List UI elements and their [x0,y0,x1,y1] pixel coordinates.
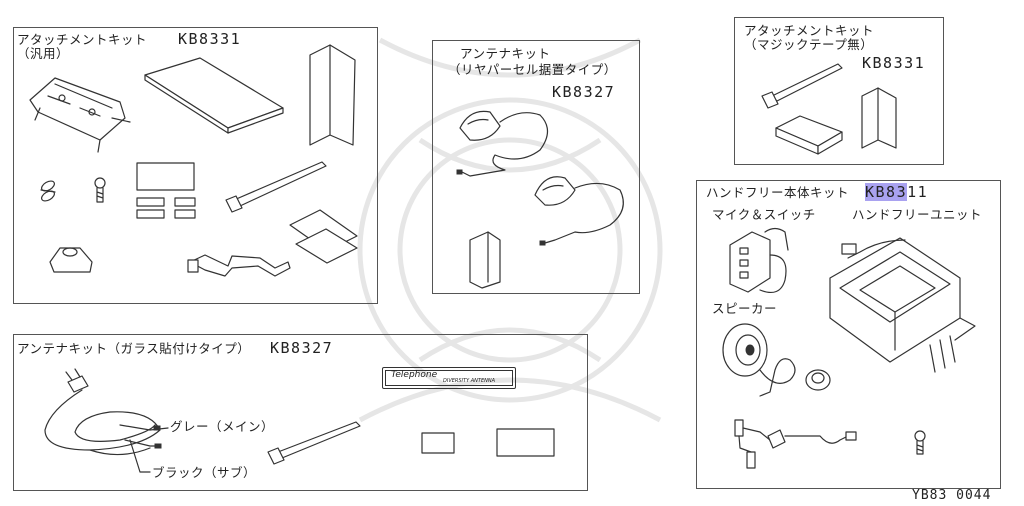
foam-pad-part [144,57,284,134]
kit-velcro-line2: （マジックテープ無） [744,37,874,52]
instruction-sheet-part [309,44,356,146]
panel-handsfree-kit [696,180,1001,489]
antenna-rear-code: KB8327 [552,83,616,101]
handsfree-unit-part [829,237,976,373]
strap-part [187,254,291,277]
black-cable-label: ブラック（サブ） [152,465,257,480]
glass-small-pad-part [421,432,455,454]
kit-general-name: アタッチメントキット [17,32,148,47]
antenna-sticker: Telephone DIVERSITY ANTENNA [382,367,516,389]
pads-part [136,162,196,219]
velcro-cable-tie-part [761,63,843,109]
glass-cable-tie-part [267,421,361,465]
grommet-part [805,369,831,391]
antenna-rear-line1: アンテナキット [460,46,551,61]
panel-antenna-kit-glass [13,334,588,491]
antenna-unit-2 [534,176,624,246]
velcro-sheet-part [861,87,897,149]
spring-clip-part [40,180,56,202]
antenna-manual [469,231,501,289]
harness-part [734,419,857,469]
antenna-glass-name: アンテナキット（ガラス貼付けタイプ） [17,341,251,356]
panel-antenna-kit-rear-parcel [432,40,640,294]
handsfree-code-rest: 11 [907,183,929,201]
speaker-part [722,323,796,397]
kit-velcro-line1: アタッチメントキット [744,23,875,38]
handsfree-screw-part [914,430,926,455]
figure-id: YB83 0044 [912,488,992,503]
mic-switch-part [729,227,789,293]
panel-attachment-kit-general [13,27,378,304]
bracket-part [29,77,131,153]
kit-general-note: （汎用） [17,46,70,61]
adhesive-sheets-part [289,209,358,264]
glass-antenna-cable-part [44,368,169,473]
kit-velcro-code: KB8331 [862,54,926,72]
mic-switch-label: マイク＆スイッチ [712,207,816,222]
antenna-unit-1 [456,110,549,177]
handsfree-unit-label: ハンドフリーユニット [852,207,983,222]
cable-tie-part [225,161,327,213]
antenna-rear-line2: （リヤパーセル据置タイプ） [448,62,617,77]
handsfree-name: ハンドフリー本体キット [706,185,850,200]
velcro-foam-part [775,115,843,155]
speaker-label: スピーカー [712,301,778,316]
screw-part [94,177,106,203]
sticker-telephone-text: Telephone [391,370,438,380]
sticker-inner-frame [385,370,513,386]
handsfree-code-highlight: KB83 [865,183,908,201]
gray-cable-label: グレー（メイン） [170,419,275,434]
glass-large-pad-part [496,428,555,457]
sticker-diversity-text: DIVERSITY ANTENNA [443,378,495,384]
cord-clip-part [49,247,93,273]
kit-general-code: KB8331 [178,30,242,48]
handsfree-code: KB8311 [865,183,929,201]
antenna-glass-code: KB8327 [270,339,334,357]
panel-attachment-kit-no-velcro [734,17,944,165]
